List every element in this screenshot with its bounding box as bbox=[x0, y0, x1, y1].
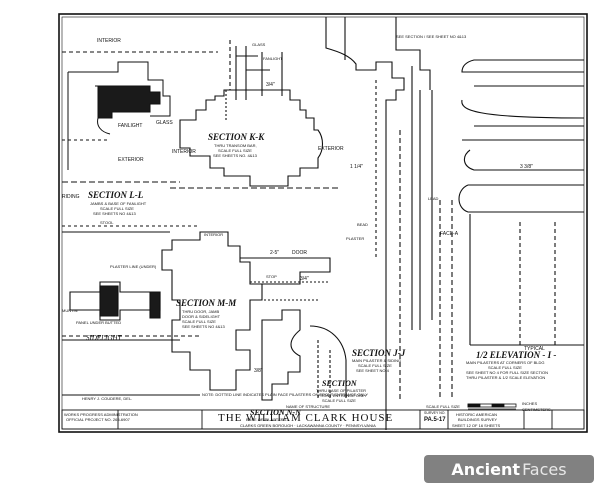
label-fanlight: FANLIGHT bbox=[118, 123, 142, 129]
section-mm-line-1: THRU DOOR, JAMB bbox=[182, 309, 219, 314]
survey-label: SURVEY NO. bbox=[424, 411, 445, 415]
section-jj-line-3: SEE SHEET NO 4 bbox=[356, 368, 390, 373]
section-mm-drawing bbox=[62, 225, 331, 391]
title-block bbox=[61, 394, 585, 430]
section-nn-title: SECTION N-N bbox=[250, 408, 302, 417]
watermark-bold: Ancient bbox=[451, 459, 521, 479]
label-glass-top: GLASS bbox=[252, 42, 266, 47]
section-kk-line-2: SCALE FULL SIZE bbox=[218, 148, 252, 153]
label-plaster: PLASTER bbox=[346, 236, 364, 241]
label-fanlight-top: FANLIGHT bbox=[263, 56, 283, 61]
section-kk-line-1: THRU TRANSOM BAR, bbox=[214, 143, 257, 148]
habs-line-1: HISTORIC AMERICAN bbox=[456, 412, 497, 417]
dim-door: 2-5" bbox=[270, 250, 279, 256]
label-sidelight: SIDELIGHT bbox=[86, 334, 122, 342]
label-exterior: EXTERIOR bbox=[118, 157, 144, 163]
dim-right-1: 1 1/4" bbox=[350, 164, 363, 170]
elevation-line-4: THRU PILASTER & 1/2 SCALE ELEVATION bbox=[466, 375, 545, 380]
elevation-typical: TYPICAL bbox=[524, 346, 545, 352]
section-mm-line-3: SCALE FULL SIZE bbox=[182, 319, 216, 324]
label-lead: LEAD bbox=[428, 196, 439, 201]
drawing-title: THE WILLIAM CLARK HOUSE bbox=[218, 412, 393, 424]
section-mm-line-4: SEE SHEETS NO 4&13 bbox=[182, 324, 225, 329]
section-jj-line-2: SCALE FULL SIZE bbox=[358, 363, 392, 368]
agency-line-1: WORKS PROGRESS ADMINISTRATION bbox=[64, 412, 138, 417]
label-stool: STOOL bbox=[100, 220, 114, 225]
label-stop: STOP bbox=[266, 274, 277, 279]
section-ll-line-2: SCALE FULL SIZE bbox=[100, 206, 134, 211]
section-kk-drawing bbox=[170, 40, 340, 189]
label-muntin: MUNTIN bbox=[62, 308, 78, 313]
section-jj-title: SECTION J-J bbox=[352, 348, 406, 358]
label-glass: GLASS bbox=[156, 120, 173, 126]
label-section-note: SEE SECTION / SEE SHEET NO 4&13 bbox=[396, 34, 467, 39]
agency-line-2: OFFICIAL PROJECT NO. 265-6907 bbox=[66, 417, 131, 422]
section-base-line-1: THRU BASE OF PILASTER bbox=[316, 388, 366, 393]
sheet-of-sheets: SHEET 12 OF 16 SHEETS bbox=[452, 423, 500, 428]
section-ll-line-1: JAMBS & BASE OF FANLIGHT bbox=[90, 201, 147, 206]
note-dotted-line: NOTE: DOTTED LINE INDICATES PLAIN FACE P… bbox=[202, 392, 368, 397]
section-kk-title: SECTION K-K bbox=[208, 132, 265, 142]
dim-nn: 3/8" bbox=[254, 368, 263, 374]
drawn-by: HENRY J. COUDERE, DEL. bbox=[82, 396, 132, 401]
section-base-line-2: FRONT ENTRANCE ONLY bbox=[318, 393, 367, 398]
habs-line-2: BUILDINGS SURVEY bbox=[458, 417, 497, 422]
fanlight-jamb-detail bbox=[62, 51, 218, 183]
scale-inches: INCHES bbox=[522, 401, 537, 406]
drawing-location: CLARKS GREEN BOROUGH · LACKAWANNA COUNTY… bbox=[240, 423, 376, 428]
section-kk-line-3: SEE SHEETS NO. 4&13 bbox=[213, 153, 258, 158]
section-base-title: SECTION bbox=[322, 379, 358, 388]
scale-label: SCALE FULL SIZE bbox=[426, 404, 460, 409]
pilaster-elevation-drawing bbox=[325, 17, 585, 430]
elevation-line-3: SEE SHEET NO 4 FOR FULL SIZE SECTION bbox=[466, 370, 548, 375]
label-bead: BEAD bbox=[357, 222, 368, 227]
label-riding: RIDING bbox=[62, 194, 80, 200]
elevation-line-2: SCALE FULL SIZE bbox=[488, 365, 522, 370]
section-ll-title: SECTION L-L bbox=[88, 190, 144, 200]
scale-centimeters: CENTIMETERS bbox=[522, 407, 551, 412]
name-of-structure-label: NAME OF STRUCTURE bbox=[286, 404, 330, 409]
section-mm-title: SECTION M-M bbox=[176, 298, 237, 308]
label-interior-kk: INTERIOR bbox=[172, 149, 196, 155]
label-exterior-kk: EXTERIOR bbox=[318, 146, 344, 152]
section-mm-line-2: DOOR & SIDELIGHT bbox=[182, 314, 221, 319]
scale-bar bbox=[467, 403, 517, 410]
label-face-a: FACE-A bbox=[440, 231, 459, 237]
label-plaster-line: PLASTER LINE (UNDER) bbox=[110, 264, 157, 269]
survey-number: PA.5-17 bbox=[424, 417, 446, 423]
section-nn-line-1: BASE OF PILASTERS bbox=[246, 417, 287, 422]
watermark-light: Faces bbox=[522, 459, 567, 479]
dim-mm: 3/4" bbox=[300, 276, 309, 282]
dim-kk-top: 3/4" bbox=[266, 82, 275, 88]
label-panel: PANEL UNDER BUTTED bbox=[76, 320, 121, 325]
section-base-line-3: SCALE FULL SIZE bbox=[322, 398, 356, 403]
sheet-border bbox=[58, 13, 588, 433]
dim-right-2: 3 3/8" bbox=[520, 164, 533, 170]
elevation-line-1: MAIN PILASTERS AT CORNERS OF BLDG bbox=[466, 360, 545, 365]
section-ll-line-3: SEE SHEETS NO 4&13 bbox=[93, 211, 136, 216]
section-nn-drawing bbox=[261, 309, 347, 401]
label-interior-mm: INTERIOR bbox=[204, 232, 223, 237]
elevation-title: 1/2 ELEVATION - I - bbox=[476, 350, 556, 360]
section-jj-line-1: MAIN PILASTER & SIDING bbox=[352, 358, 401, 363]
label-interior-top: INTERIOR bbox=[97, 38, 121, 44]
label-door: DOOR bbox=[292, 250, 307, 256]
